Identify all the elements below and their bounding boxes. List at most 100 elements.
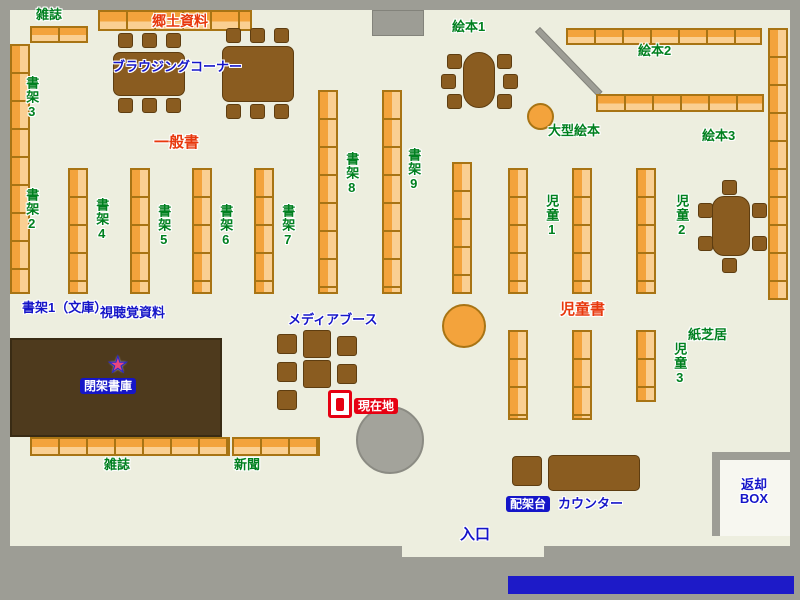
label-av-materials: 視聴覚資料 — [100, 305, 166, 320]
label-jido2: 児童2 — [674, 194, 690, 238]
chair — [447, 54, 462, 69]
chair — [698, 203, 713, 218]
wall-column — [372, 10, 424, 36]
label-local-materials: 郷土資料 — [152, 13, 208, 29]
shelf-jido-upper-1 — [508, 168, 528, 294]
label-shelf8: 書架8 — [344, 152, 360, 196]
chair — [166, 33, 181, 48]
media-booth-cell — [277, 362, 297, 382]
current-location-badge: 現在地 — [354, 398, 399, 415]
label-kamishibai: 紙芝居 — [688, 327, 728, 342]
label-counter: カウンター — [558, 496, 624, 511]
chair — [226, 104, 241, 119]
label-ehon1: 絵本1 — [452, 19, 486, 34]
shelf-shoka8 — [318, 90, 338, 294]
counter-desk — [548, 455, 640, 491]
browsing-table-1 — [113, 52, 185, 96]
media-booth-cell — [337, 336, 357, 356]
shelf-center — [452, 162, 472, 294]
round-table — [442, 304, 486, 348]
chair — [142, 98, 157, 113]
label-return-box: 返却 BOX — [726, 477, 782, 507]
chair — [250, 104, 265, 119]
shelf-ehon3 — [596, 94, 764, 112]
label-jido1: 児童1 — [544, 194, 560, 238]
shelf-shoka5 — [130, 168, 150, 294]
shelf-jido-lower-2 — [572, 330, 592, 420]
label-shelf7: 書架7 — [280, 204, 296, 248]
label-entrance: 入口 — [460, 526, 491, 543]
label-media-booth: メディアブース — [288, 312, 378, 327]
chair — [226, 28, 241, 43]
entrance-gap — [402, 546, 544, 557]
jido2-table — [712, 196, 750, 256]
chair — [118, 33, 133, 48]
media-booth-cell — [277, 334, 297, 354]
shelf-newspapers — [232, 437, 320, 456]
distribution-table — [512, 456, 542, 486]
shelf-local-materials — [98, 10, 252, 31]
footer-bar — [508, 576, 794, 594]
current-location-booth — [328, 390, 352, 418]
label-newspapers: 新聞 — [234, 457, 261, 472]
chair — [503, 74, 518, 89]
browsing-table-2 — [222, 46, 294, 102]
label-shelf6: 書架6 — [218, 204, 234, 248]
label-magazines-top: 雑誌 — [36, 7, 63, 22]
chair — [274, 28, 289, 43]
chair — [497, 54, 512, 69]
shelf-left-wall — [10, 44, 30, 294]
media-booth-cell — [303, 330, 331, 358]
shelf-shoka9 — [382, 90, 402, 294]
chair — [722, 258, 737, 273]
chair — [752, 203, 767, 218]
label-ehon3: 絵本3 — [702, 128, 736, 143]
chair — [497, 94, 512, 109]
label-shelf9: 書架9 — [406, 148, 422, 192]
closed-stacks-badge: 閉架書庫 — [80, 378, 137, 395]
shelf-jido-upper-3 — [636, 168, 656, 294]
label-return-box-line2: BOX — [739, 491, 769, 507]
shelf-ehon2 — [566, 28, 762, 45]
chair — [447, 94, 462, 109]
chair — [118, 98, 133, 113]
label-haika-dai: 配架台 — [506, 496, 551, 513]
media-booth-cell — [303, 360, 331, 388]
label-large-ehon: 大型絵本 — [548, 123, 601, 138]
label-magazines-bottom: 雑誌 — [104, 457, 131, 472]
media-booth-cell — [277, 390, 297, 410]
label-shelf3: 書架3 — [24, 76, 40, 120]
shelf-magazines-bottom — [30, 437, 230, 456]
label-general-books: 一般書 — [154, 134, 200, 151]
label-shelf1-bunko: 書架1（文庫） — [22, 300, 108, 315]
shelf-jido-lower-1 — [508, 330, 528, 420]
pillar — [356, 406, 424, 474]
chair — [752, 236, 767, 251]
large-ehon-bin — [527, 103, 554, 130]
label-shelf5: 書架5 — [156, 204, 172, 248]
chair — [441, 74, 456, 89]
ehon1-table — [463, 52, 495, 108]
chair — [274, 104, 289, 119]
label-shelf4: 書架4 — [94, 198, 110, 242]
label-ehon2: 絵本2 — [638, 43, 672, 58]
chair — [166, 98, 181, 113]
label-jido-books: 児童書 — [560, 301, 606, 318]
star-icon: ★ — [107, 352, 128, 377]
shelf-jido-lower-3 — [636, 330, 656, 402]
shelf-shoka6 — [192, 168, 212, 294]
label-browsing-corner: ブラウジングコーナー — [112, 59, 243, 74]
shelf-shoka7 — [254, 168, 274, 294]
chair — [698, 236, 713, 251]
label-return-box-line1: 返却 — [740, 477, 767, 492]
chair — [142, 33, 157, 48]
shelf-right-wall — [768, 28, 788, 300]
shelf-jido-upper-2 — [572, 168, 592, 294]
shelf-magazines-top — [30, 26, 88, 43]
label-jido3: 児童3 — [672, 342, 688, 386]
label-shelf2: 書架2 — [24, 188, 40, 232]
shelf-shoka4 — [68, 168, 88, 294]
chair — [250, 28, 265, 43]
media-booth-cell — [337, 364, 357, 384]
